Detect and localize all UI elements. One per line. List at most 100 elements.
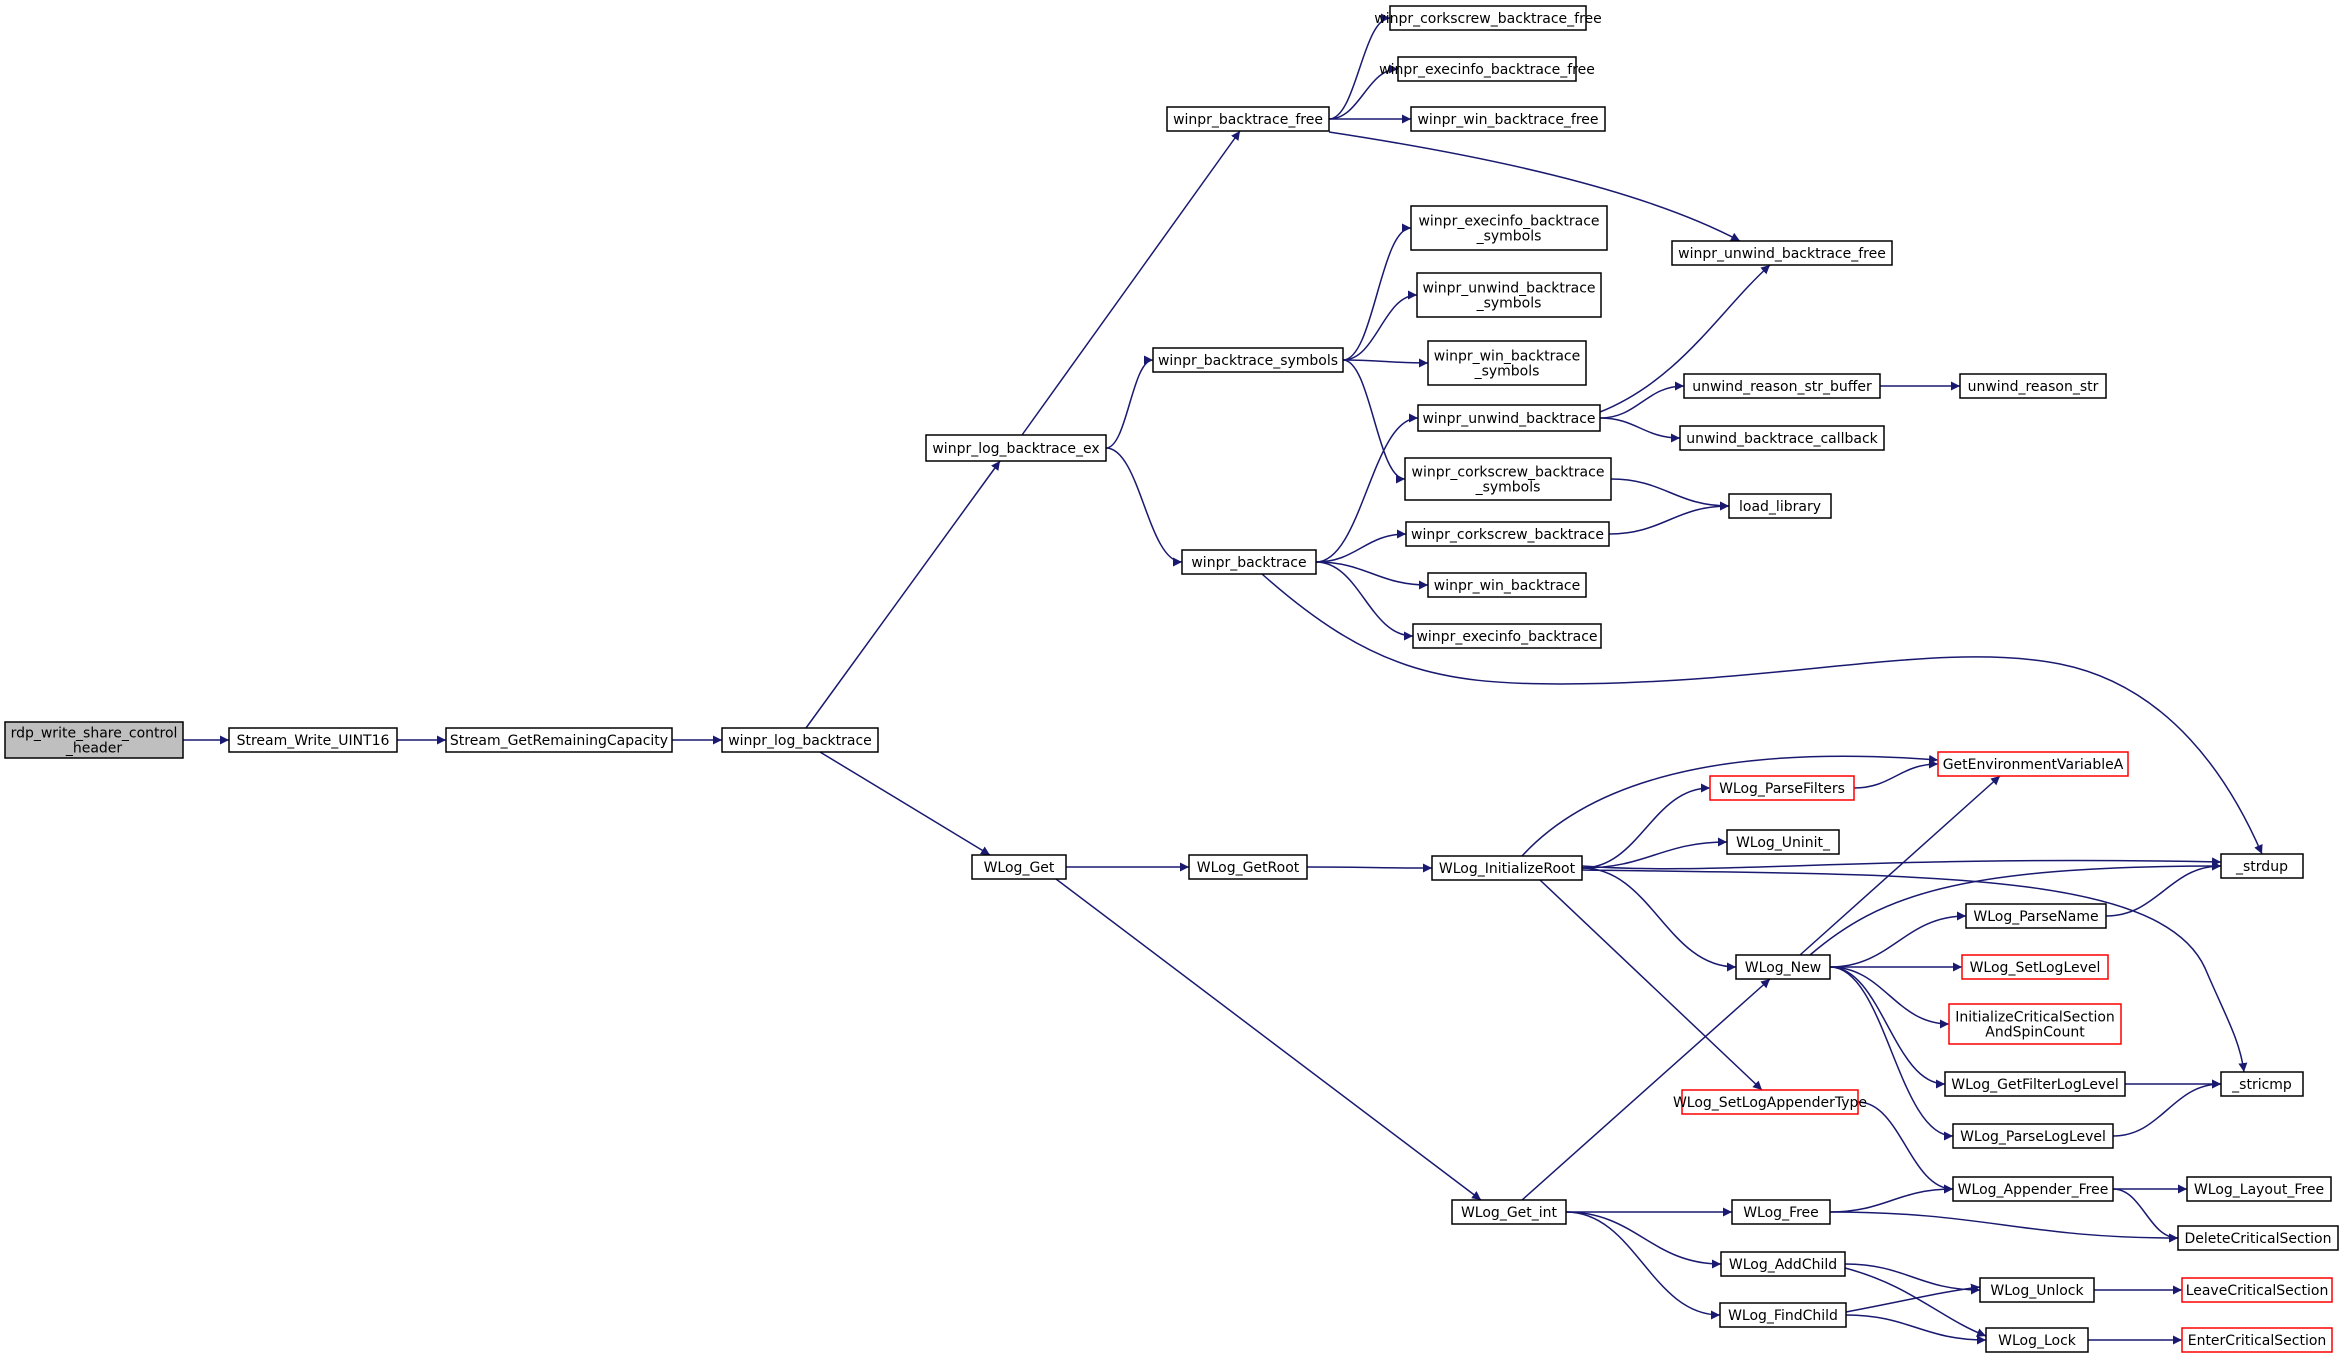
node-wwbs[interactable]: winpr_win_backtrace_symbols	[1427, 340, 1587, 386]
node-wfc[interactable]: WLog_FindChild	[1719, 1302, 1847, 1328]
node-label: _stricmp	[2231, 1077, 2292, 1093]
node-box	[925, 434, 1107, 462]
node-label: winpr_unwind_backtrace_free	[1678, 246, 1886, 262]
node-wgi[interactable]: WLog_Get_int	[1451, 1199, 1567, 1225]
node-wubs[interactable]: winpr_unwind_backtrace_symbols	[1416, 272, 1602, 318]
node-wubf[interactable]: winpr_unwind_backtrace_free	[1671, 240, 1893, 266]
edge-wbfree-to-wcbf	[1328, 13, 1391, 120]
node-ecs[interactable]: EnterCriticalSection	[2181, 1327, 2333, 1353]
node-label: _symbols	[1476, 296, 1542, 312]
node-label: WLog_Free	[1743, 1205, 1819, 1221]
node-wcbf[interactable]: winpr_corkscrew_backtrace_free	[1374, 5, 1602, 31]
edge-wub-to-ursb	[1599, 381, 1685, 419]
node-box	[1671, 240, 1893, 266]
node-label: WLog_New	[1745, 960, 1821, 976]
node-label: LeaveCriticalSection	[2186, 1283, 2329, 1299]
edge-wbs-to-wwbs	[1342, 358, 1429, 368]
node-box	[1412, 623, 1602, 649]
edge-wac-to-wl	[1844, 1267, 1987, 1337]
node-wl[interactable]: WLog_Lock	[1985, 1327, 2089, 1353]
edge-waf-to-dcs	[2112, 1188, 2179, 1243]
node-dcs[interactable]: DeleteCriticalSection	[2177, 1225, 2339, 1251]
node-wlf[interactable]: WLog_Layout_Free	[2186, 1176, 2332, 1202]
edge-wub-to-wubf	[1599, 264, 1771, 413]
edge-wn-to-wgfl	[1829, 966, 1946, 1089]
edge-wlb-to-wg	[819, 751, 991, 856]
edge-wn-to-sd	[1809, 861, 2222, 956]
node-wir[interactable]: WLog_InitializeRoot	[1431, 855, 1583, 881]
node-box	[1181, 549, 1317, 575]
node-wcb[interactable]: winpr_corkscrew_backtrace	[1405, 521, 1610, 547]
node-root[interactable]: rdp_write_share_control_header	[4, 721, 184, 759]
node-label: winpr_win_backtrace	[1434, 578, 1580, 594]
node-ll[interactable]: load_library	[1728, 493, 1832, 519]
node-label: winpr_unwind_backtrace	[1422, 281, 1595, 297]
node-label: WLog_Uninit_	[1736, 835, 1831, 851]
node-wn[interactable]: WLog_New	[1735, 954, 1831, 980]
edge-wfc-to-wl	[1845, 1314, 1987, 1345]
node-box	[1719, 1302, 1847, 1328]
node-label: WLog_InitializeRoot	[1439, 861, 1576, 877]
node-label: winpr_win_backtrace	[1434, 349, 1580, 365]
node-wslat[interactable]: WLog_SetLogAppenderType	[1673, 1089, 1867, 1115]
node-wcbs[interactable]: winpr_corkscrew_backtrace_symbols	[1404, 457, 1612, 501]
edge-wgi-to-wfc	[1565, 1211, 1721, 1320]
node-label: WLog_Get	[984, 860, 1055, 876]
node-box	[1735, 954, 1831, 980]
node-wpll[interactable]: WLog_ParseLogLevel	[1952, 1123, 2114, 1149]
node-wul[interactable]: WLog_Unlock	[1979, 1277, 2095, 1303]
node-wsll[interactable]: WLog_SetLogLevel	[1961, 954, 2109, 980]
node-label: winpr_backtrace	[1191, 555, 1306, 571]
node-gev[interactable]: GetEnvironmentVariableA	[1937, 751, 2129, 777]
node-wwb[interactable]: winpr_win_backtrace	[1427, 572, 1587, 598]
node-webs[interactable]: winpr_execinfo_backtrace_symbols	[1410, 205, 1608, 251]
node-wub[interactable]: winpr_unwind_backtrace	[1417, 404, 1601, 432]
node-sd[interactable]: _strdup	[2220, 853, 2304, 879]
node-wpn[interactable]: WLog_ParseName	[1965, 903, 2107, 929]
node-wpf[interactable]: WLog_ParseFilters	[1709, 775, 1855, 801]
node-box	[1965, 903, 2107, 929]
node-wac[interactable]: WLog_AddChild	[1720, 1251, 1846, 1277]
edge-wslat-to-waf	[1857, 1101, 1954, 1194]
node-box	[1961, 954, 2109, 980]
node-wg[interactable]: WLog_Get	[971, 854, 1067, 880]
node-label: WLog_Layout_Free	[2194, 1182, 2324, 1198]
node-sc[interactable]: _stricmp	[2220, 1071, 2304, 1097]
node-box	[1431, 855, 1583, 881]
node-box	[1959, 373, 2107, 399]
node-lcs[interactable]: LeaveCriticalSection	[2181, 1277, 2333, 1303]
node-wgfl[interactable]: WLog_GetFilterLogLevel	[1944, 1071, 2126, 1097]
node-wbfree[interactable]: winpr_backtrace_free	[1166, 106, 1330, 132]
node-web[interactable]: winpr_execinfo_backtrace	[1412, 623, 1602, 649]
node-box	[2181, 1327, 2333, 1353]
node-wgr[interactable]: WLog_GetRoot	[1188, 854, 1308, 880]
node-ursb[interactable]: unwind_reason_str_buffer	[1683, 373, 1881, 399]
node-box	[1410, 106, 1606, 132]
edge-wn-to-gev	[1799, 775, 2001, 956]
edge-wbfree-to-wubf	[1328, 131, 1741, 242]
node-wu[interactable]: WLog_Uninit_	[1726, 829, 1840, 855]
node-wlb[interactable]: winpr_log_backtrace	[721, 727, 879, 753]
node-wb[interactable]: winpr_backtrace	[1181, 549, 1317, 575]
node-waf[interactable]: WLog_Appender_Free	[1952, 1176, 2114, 1202]
node-sgrc[interactable]: Stream_GetRemainingCapacity	[445, 727, 673, 753]
node-swu16[interactable]: Stream_Write_UINT16	[228, 727, 398, 753]
node-wlbex[interactable]: winpr_log_backtrace_ex	[925, 434, 1107, 462]
node-box	[1679, 425, 1885, 451]
node-label: InitializeCriticalSection	[1955, 1010, 2115, 1026]
node-label: _symbols	[1476, 229, 1542, 245]
node-urs[interactable]: unwind_reason_str	[1959, 373, 2107, 399]
node-webf[interactable]: winpr_execinfo_backtrace_free	[1379, 56, 1595, 82]
node-box	[1731, 1199, 1831, 1225]
node-wbs[interactable]: winpr_backtrace_symbols	[1152, 347, 1344, 373]
edge-wbs-to-wubs	[1342, 290, 1418, 361]
node-box	[1389, 5, 1587, 31]
edge-wgi-to-wac	[1565, 1211, 1722, 1269]
node-label: _symbols	[1474, 364, 1540, 380]
nodes-layer: rdp_write_share_control_header Stream_Wri…	[4, 5, 2339, 1353]
node-wwbf[interactable]: winpr_win_backtrace_free	[1410, 106, 1606, 132]
node-ubc[interactable]: unwind_backtrace_callback	[1679, 425, 1885, 451]
node-wf[interactable]: WLog_Free	[1731, 1199, 1831, 1225]
